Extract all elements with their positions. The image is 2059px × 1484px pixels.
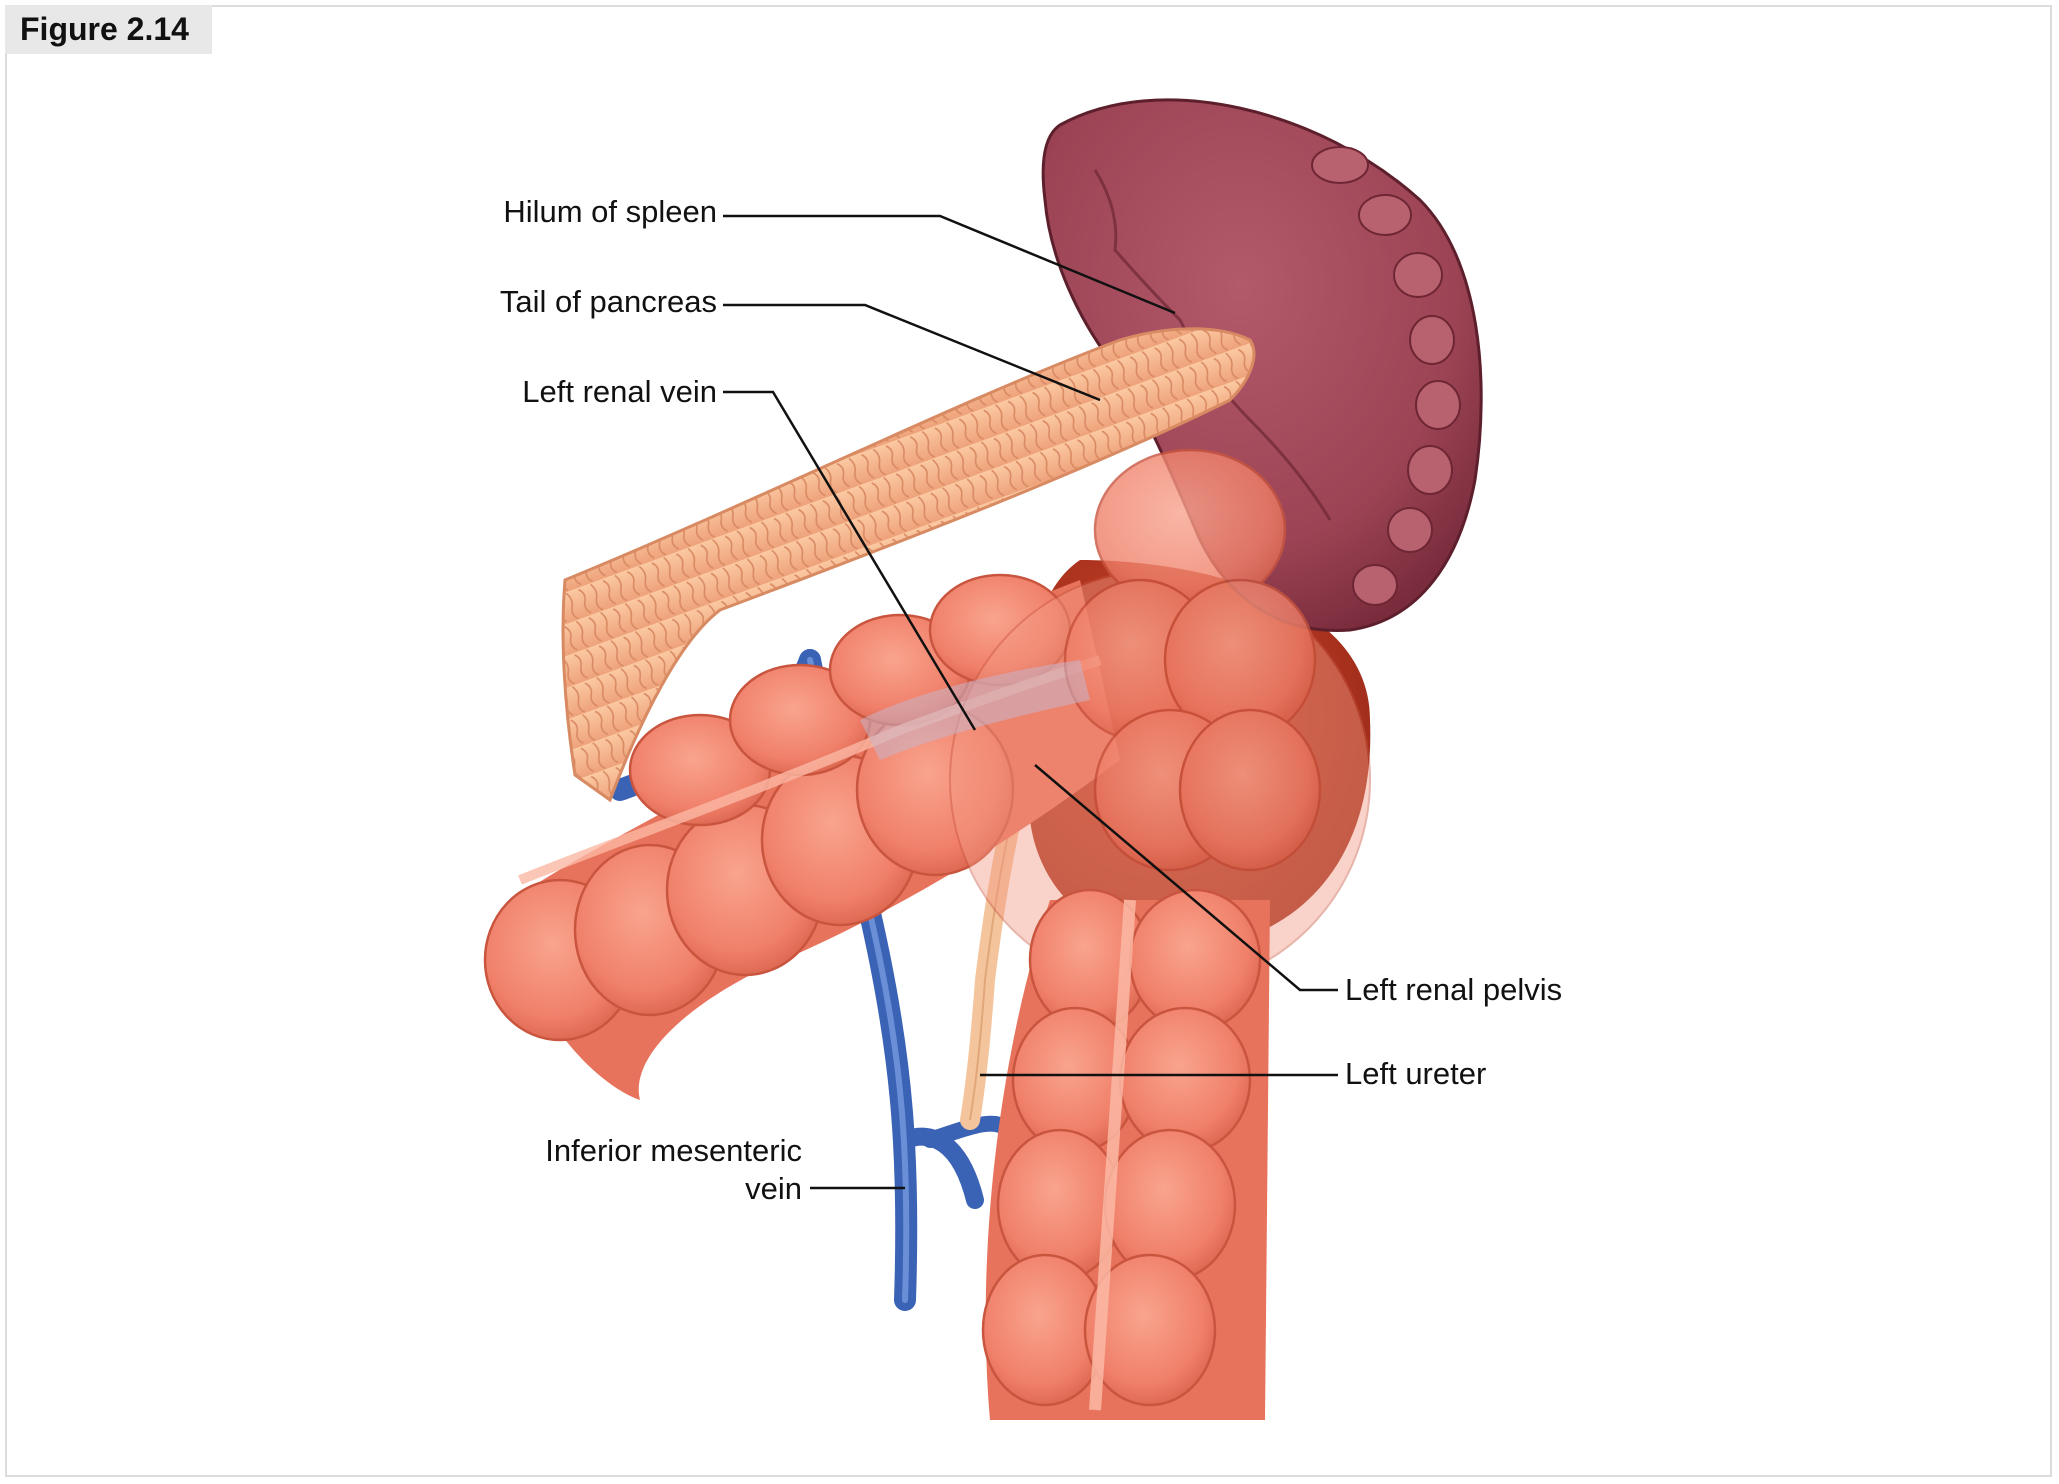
descending-colon <box>981 888 1270 1420</box>
label-inferior-mesenteric-vein-line2: vein <box>745 1171 802 1206</box>
left-renal-vein <box>860 660 1090 760</box>
leader-tail-of-pancreas <box>723 303 1101 402</box>
figure-label: Figure 2.14 <box>5 5 212 54</box>
label-left-renal-vein: Left renal vein <box>522 374 717 409</box>
label-left-renal-pelvis: Left renal pelvis <box>1345 972 1563 1007</box>
pancreas <box>561 327 1256 803</box>
label-left-ureter: Left ureter <box>1345 1056 1487 1091</box>
label-tail-of-pancreas: Tail of pancreas <box>499 284 717 319</box>
label-inferior-mesenteric-vein-line1: Inferior mesenteric <box>545 1133 802 1168</box>
leader-left-renal-vein <box>723 390 977 731</box>
leader-lines <box>723 214 1338 1190</box>
leader-left-renal-pelvis <box>1034 764 1338 992</box>
spleen <box>1041 98 1483 632</box>
leader-hilum-of-spleen <box>723 214 1176 315</box>
label-hilum-of-spleen: Hilum of spleen <box>503 194 717 229</box>
